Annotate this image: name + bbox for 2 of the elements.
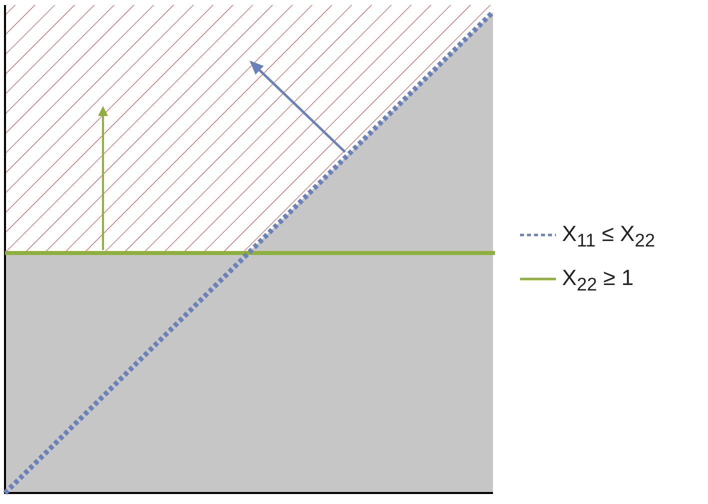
legend-label: X$_{11}$ ≤ X$_{22}$ [562,221,656,252]
legend-label: X$_{22}$ ≥ 1 [562,265,634,296]
